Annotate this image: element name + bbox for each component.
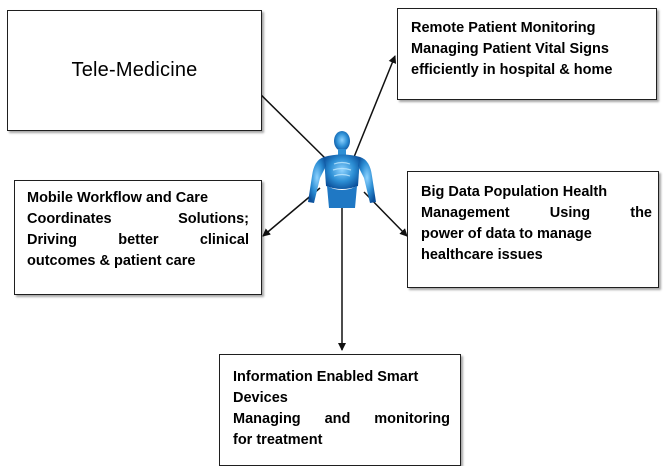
smart-devices-line-2: Devices: [233, 388, 450, 409]
mobile-workflow-line-1: Mobile Workflow and Care: [27, 188, 249, 209]
remote-monitoring-line-2: Managing Patient Vital Signs: [411, 41, 609, 57]
mobile-workflow-line-2: Coordinates Solutions;: [27, 209, 249, 230]
big-data-text: the: [630, 205, 652, 221]
human-body-figure-icon: [308, 131, 376, 208]
big-data-text: Big Data Population Health: [421, 184, 608, 200]
smart-devices-text: Devices: [233, 390, 288, 406]
smart-devices-text: Managing: [233, 411, 301, 427]
smart-devices-text: Information Enabled Smart: [233, 369, 419, 385]
mobile-workflow-text: Solutions;: [178, 211, 249, 227]
remote-monitoring-line-1: Remote Patient Monitoring: [411, 20, 596, 36]
mobile-workflow-text: outcomes & patient care: [27, 253, 196, 269]
mobile-workflow-line-3: Driving better clinical: [27, 230, 249, 251]
smart-devices-line-1: Information Enabled Smart: [233, 367, 450, 388]
big-data-text: Management: [421, 205, 510, 221]
arrow-to-tele-medicine: [251, 85, 328, 161]
tele-medicine-box: Tele-Medicine: [7, 10, 262, 131]
big-data-text: Using: [549, 205, 591, 221]
mobile-workflow-text: Driving: [27, 232, 77, 248]
big-data-line-2: Management Using the: [421, 203, 652, 224]
smart-devices-text: and: [324, 411, 351, 427]
remote-monitoring-line-3: efficiently in hospital & home: [411, 62, 613, 78]
big-data-line-4: healthcare issues: [421, 245, 652, 266]
mobile-workflow-text: better: [118, 232, 159, 248]
arrow-to-remote-monitoring: [351, 55, 397, 163]
remote-monitoring-box: Remote Patient Monitoring Managing Patie…: [397, 8, 657, 100]
big-data-box: Big Data Population Health Management Us…: [407, 171, 659, 288]
big-data-line-1: Big Data Population Health: [421, 182, 652, 203]
smart-devices-text: monitoring: [374, 411, 450, 427]
mobile-workflow-text: Coordinates: [27, 211, 112, 227]
big-data-text: healthcare issues: [421, 247, 543, 263]
big-data-text: power of data to manage: [421, 226, 592, 242]
smart-devices-line-4: for treatment: [233, 430, 450, 451]
tele-medicine-title: Tele-Medicine: [71, 59, 198, 81]
smart-devices-text: for treatment: [233, 432, 323, 448]
mobile-workflow-text: clinical: [199, 232, 249, 248]
smart-devices-box: Information Enabled Smart Devices Managi…: [219, 354, 461, 466]
mobile-workflow-text: Mobile Workflow and Care: [27, 190, 209, 206]
smart-devices-line-3: Managing and monitoring: [233, 409, 450, 430]
mobile-workflow-box: Mobile Workflow and Care Coordinates Sol…: [14, 180, 262, 295]
mobile-workflow-line-4: outcomes & patient care: [27, 251, 249, 272]
big-data-line-3: power of data to manage: [421, 224, 652, 245]
